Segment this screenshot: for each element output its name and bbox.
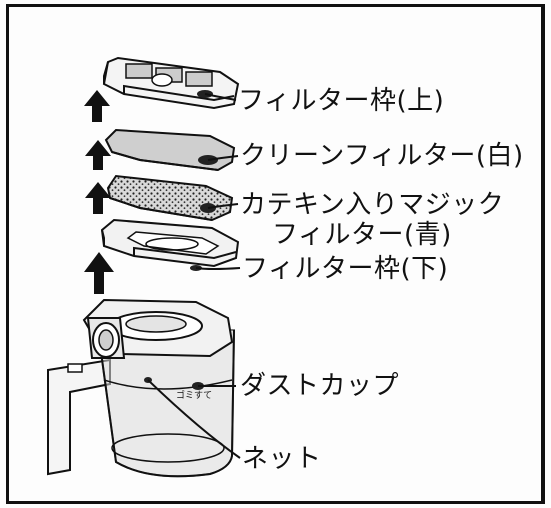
- leader-line-filter-frame-lower: [195, 267, 241, 270]
- label-catechin-filter-line2: フィルター(青): [272, 220, 452, 250]
- filter-frame-upper-part: [102, 56, 240, 110]
- up-arrow-icon: [85, 182, 111, 214]
- up-arrow-icon: [84, 90, 110, 122]
- cup-marking-text: ゴミすて: [176, 389, 212, 401]
- label-clean-filter: クリーンフィルター(白): [240, 141, 524, 171]
- label-catechin-filter-line1: カテキン入りマジック: [240, 190, 505, 220]
- filter-frame-lower-part: [100, 218, 240, 271]
- diagram-border: [6, 4, 545, 504]
- label-net: ネット: [242, 444, 322, 474]
- dust-cup-part: [47, 298, 236, 478]
- clean-filter-part: [104, 128, 236, 172]
- leader-line-clean-filter: [207, 155, 239, 161]
- label-filter-frame-upper: フィルター枠(上): [238, 86, 445, 116]
- label-filter-frame-lower: フィルター枠(下): [242, 254, 449, 284]
- catechin-filter-part: [106, 174, 234, 222]
- leader-lines: [147, 93, 241, 459]
- up-arrow-icon: [85, 140, 111, 170]
- leader-line-catechin-filter: [207, 203, 239, 209]
- leader-line-net: [147, 379, 241, 459]
- up-arrow-icon: [84, 252, 114, 294]
- label-dust-cup: ダストカップ: [240, 371, 400, 401]
- leader-line-filter-frame-upper: [204, 93, 237, 101]
